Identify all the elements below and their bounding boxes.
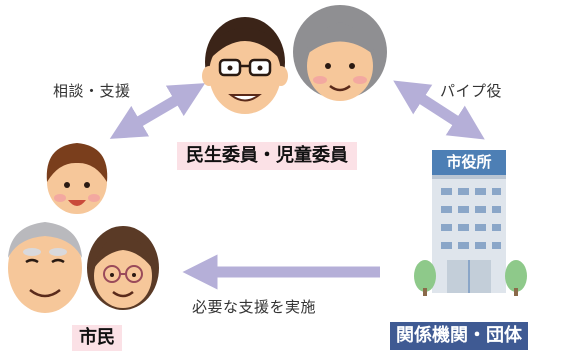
- citizens-label: 市民: [72, 325, 122, 351]
- child-face-icon: [46, 143, 108, 214]
- provide-support-label: 必要な支援を実施: [192, 298, 317, 316]
- elderly-man-icon: [8, 222, 82, 313]
- consultation-support-label: 相談・支援: [53, 82, 131, 100]
- pipe-role-label: パイプ役: [440, 82, 503, 100]
- elderly-woman-icon: [293, 5, 387, 101]
- man-with-glasses-icon: [202, 17, 288, 114]
- city-hall-building-icon: [414, 175, 527, 296]
- woman-with-glasses-icon: [87, 226, 159, 310]
- related-organizations-label: 関係機関・団体: [390, 322, 528, 350]
- city-hall-label: 市役所: [432, 150, 506, 175]
- welfare-commissioners-label: 民生委員・児童委員: [177, 142, 357, 170]
- arrow-welfare-citizens: [109, 83, 206, 139]
- arrow-welfare-cityhall: [393, 80, 485, 140]
